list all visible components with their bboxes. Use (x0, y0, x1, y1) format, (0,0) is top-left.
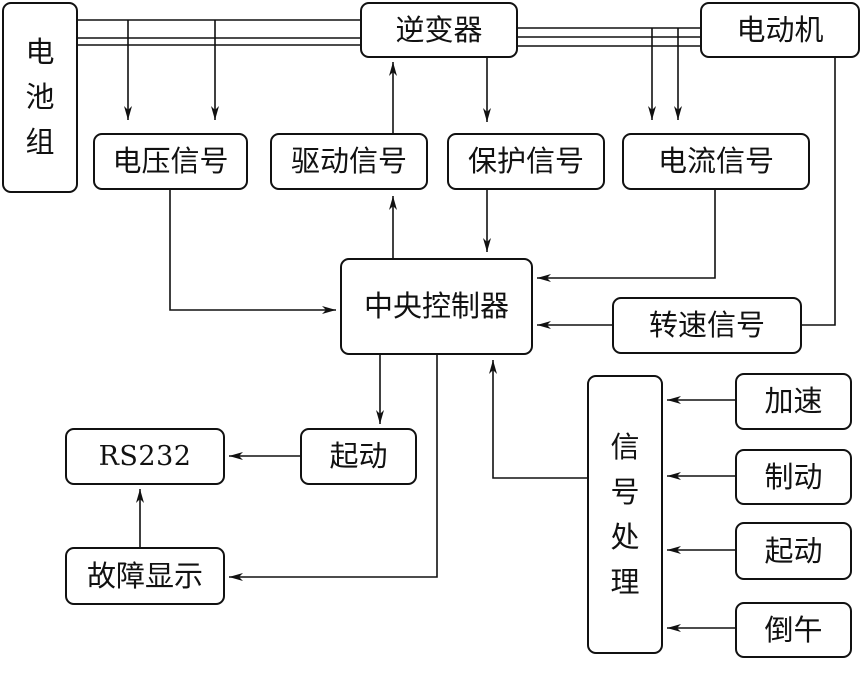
speed-signal-box: 转速信号 (612, 297, 802, 354)
accelerate-box: 加速 (735, 373, 852, 430)
arrow-signal-processing-to-controller (489, 360, 587, 479)
voltage-signal-label: 电压信号 (112, 144, 229, 178)
drive-signal-box: 驱动信号 (270, 133, 428, 190)
inverter-box: 逆变器 (360, 2, 518, 58)
speed-signal-label: 转速信号 (648, 308, 765, 342)
accelerate-label: 加速 (764, 384, 823, 418)
start-output-label: 起动 (329, 439, 388, 473)
signal-processing-label: 信号处理 (610, 429, 640, 599)
reverse-label: 倒午 (764, 612, 823, 647)
fault-display-box: 故障显示 (65, 547, 225, 605)
current-signal-box: 电流信号 (622, 133, 810, 190)
start-input-box: 起动 (735, 522, 852, 580)
voltage-signal-box: 电压信号 (93, 133, 248, 190)
fault-display-label: 故障显示 (86, 558, 203, 593)
central-controller-box: 中央控制器 (340, 258, 533, 355)
signal-processing-box: 信号处理 (587, 375, 663, 654)
rs232-label: RS232 (98, 441, 192, 472)
current-signal-label: 电流信号 (657, 144, 774, 178)
battery-pack-box: 电池组 (2, 2, 78, 193)
brake-label: 制动 (764, 459, 823, 494)
motor-label: 电动机 (736, 12, 824, 47)
battery-pack-label: 电池组 (25, 35, 55, 159)
start-input-label: 起动 (764, 533, 823, 568)
reverse-box: 倒午 (735, 602, 852, 658)
arrow-current-signal-to-controller (537, 190, 716, 282)
drive-signal-label: 驱动信号 (290, 144, 407, 178)
arrow-controller-to-fault-display (229, 355, 438, 581)
protection-signal-box: 保护信号 (447, 133, 605, 190)
start-output-box: 起动 (300, 428, 417, 485)
rs232-box: RS232 (65, 428, 225, 485)
motor-box: 电动机 (700, 2, 860, 58)
central-controller-label: 中央控制器 (363, 289, 509, 323)
inverter-label: 逆变器 (395, 12, 483, 47)
line-motor-to-speed-signal (802, 58, 836, 326)
brake-box: 制动 (735, 449, 852, 505)
protection-signal-label: 保护信号 (467, 144, 584, 178)
arrow-voltage-signal-to-controller (169, 190, 336, 314)
